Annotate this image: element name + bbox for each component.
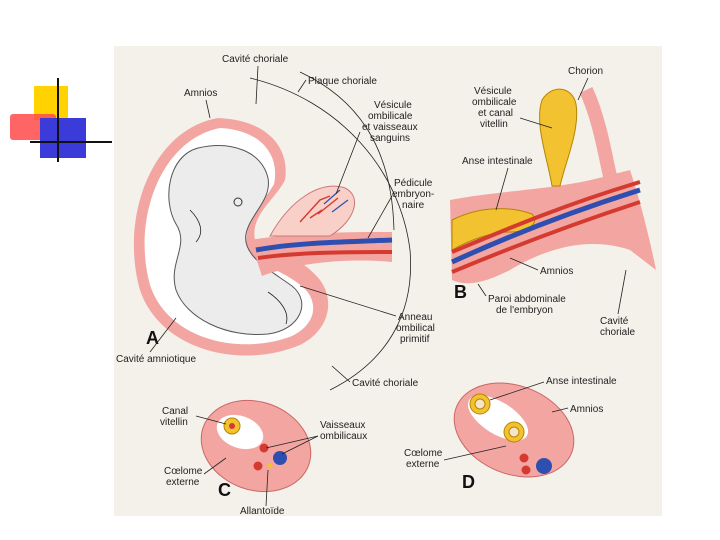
yolk-sac-b bbox=[539, 88, 578, 187]
abdominal-wall-b bbox=[450, 170, 656, 284]
label-paroi: Paroi abdominale de l'embryon bbox=[488, 294, 566, 316]
svg-text:Cœlome: Cœlome bbox=[164, 466, 203, 477]
embryo bbox=[168, 145, 303, 336]
umbilical-vein bbox=[255, 237, 393, 253]
svg-text:vitellin: vitellin bbox=[160, 417, 188, 428]
panel-letter-d: D bbox=[462, 472, 475, 492]
panel-letter-b: B bbox=[454, 282, 467, 302]
slide-logo-icon bbox=[10, 78, 112, 162]
label-amnios-d: Amnios bbox=[570, 404, 603, 415]
panel-d-diagram bbox=[453, 382, 575, 478]
label-coelome-d: Cœlome externe bbox=[404, 448, 443, 470]
label-cavite-amniotique: Cavité amniotique bbox=[116, 354, 196, 365]
svg-text:Vésicule: Vésicule bbox=[374, 100, 412, 111]
label-vesicule-a: Vésicule ombilicale et vaisseaux sanguin… bbox=[362, 100, 418, 144]
yolk-sac-a bbox=[269, 185, 355, 237]
svg-text:sanguins: sanguins bbox=[370, 133, 410, 144]
panel-letter-a: A bbox=[146, 328, 159, 348]
label-vesicule-b: Vésicule ombilicale et canal vitellin bbox=[472, 86, 517, 130]
label-amnios-b: Amnios bbox=[540, 266, 573, 277]
svg-text:Paroi abdominale: Paroi abdominale bbox=[488, 294, 566, 305]
svg-text:naire: naire bbox=[402, 200, 425, 211]
label-coelome-c: Cœlome externe bbox=[164, 466, 203, 488]
svg-text:ombilicaux: ombilicaux bbox=[320, 431, 367, 442]
svg-text:Cavité: Cavité bbox=[600, 316, 629, 327]
label-allantoide: Allantoïde bbox=[240, 506, 285, 517]
panel-letter-c: C bbox=[218, 480, 231, 500]
umbilical-artery bbox=[257, 250, 393, 260]
label-anse-b: Anse intestinale bbox=[462, 156, 533, 167]
intestinal-loop-b bbox=[451, 208, 536, 251]
panel-b-diagram bbox=[450, 87, 656, 284]
svg-text:et vaisseaux: et vaisseaux bbox=[362, 122, 418, 133]
svg-text:Vaisseaux: Vaisseaux bbox=[320, 420, 365, 431]
svg-text:vitellin: vitellin bbox=[480, 119, 508, 130]
svg-text:et canal: et canal bbox=[478, 108, 513, 119]
label-plaque-choriale: Plaque choriale bbox=[308, 76, 377, 87]
svg-text:Canal: Canal bbox=[162, 406, 188, 417]
svg-text:choriale: choriale bbox=[600, 327, 635, 338]
svg-text:embryon-: embryon- bbox=[392, 189, 434, 200]
label-anse-d: Anse intestinale bbox=[546, 376, 617, 387]
label-anneau: Anneau ombilical primitif bbox=[396, 312, 435, 345]
label-chorion: Chorion bbox=[568, 66, 603, 77]
label-cavite-choriale-bottom: Cavité choriale bbox=[352, 378, 419, 389]
svg-text:de l'embryon: de l'embryon bbox=[496, 305, 553, 316]
svg-text:primitif: primitif bbox=[400, 334, 430, 345]
label-vaisseaux: Vaisseaux ombilicaux bbox=[320, 420, 367, 442]
svg-text:ombilicale: ombilicale bbox=[472, 97, 517, 108]
label-pedicule: Pédicule embryon- naire bbox=[392, 178, 434, 211]
label-cavite-choriale-b: Cavité choriale bbox=[600, 316, 635, 338]
label-canal-vitellin: Canal vitellin bbox=[160, 406, 188, 428]
svg-text:Pédicule: Pédicule bbox=[394, 178, 433, 189]
svg-text:ombilicale: ombilicale bbox=[368, 111, 413, 122]
label-cavite-choriale-top: Cavité choriale bbox=[222, 54, 289, 65]
svg-text:Anneau: Anneau bbox=[398, 312, 432, 323]
svg-text:externe: externe bbox=[166, 477, 200, 488]
svg-text:ombilical: ombilical bbox=[396, 323, 435, 334]
svg-text:Cœlome: Cœlome bbox=[404, 448, 443, 459]
svg-text:Vésicule: Vésicule bbox=[474, 86, 512, 97]
panel-c-diagram bbox=[200, 399, 312, 493]
label-amnios-a: Amnios bbox=[184, 88, 217, 99]
panel-a-diagram bbox=[133, 71, 412, 391]
svg-text:externe: externe bbox=[406, 459, 440, 470]
